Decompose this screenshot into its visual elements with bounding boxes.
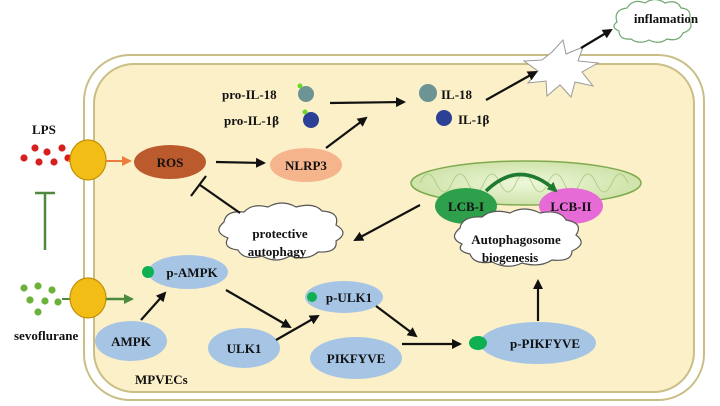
cell-type-label: MPVECs bbox=[135, 372, 188, 387]
lcb1-label: LCB-I bbox=[448, 199, 484, 214]
sevoflurane-molecules bbox=[20, 282, 62, 316]
pikfyve-node bbox=[310, 337, 402, 379]
sevoflurane-label: sevoflurane bbox=[14, 328, 79, 343]
lcb1-node bbox=[435, 188, 497, 224]
pro-il18-label: pro-IL-18 bbox=[222, 87, 277, 102]
burst-to-inflammation-arrow bbox=[580, 28, 613, 49]
pikfyve-label: PIKFYVE bbox=[327, 351, 386, 366]
il1b-molecule bbox=[436, 110, 452, 126]
nlrp3-to-cleavage-arrow bbox=[325, 116, 368, 149]
p-pikfyve-node bbox=[480, 322, 596, 364]
autophagosome-label-line2: biogenesis bbox=[482, 250, 538, 265]
lcb2-label: LCB-II bbox=[550, 199, 591, 214]
il18-molecule bbox=[419, 84, 437, 102]
ampk-to-p-ampk-arrow bbox=[140, 291, 167, 321]
p-pikfyve-phospho-dot bbox=[469, 336, 487, 350]
p-pikfyve-label: p-PIKFYVE bbox=[510, 336, 580, 351]
lcb1-to-lcb2-arrow bbox=[484, 172, 558, 193]
protective-autophagy-cloud bbox=[218, 202, 344, 261]
protective-label-line1: protective bbox=[252, 226, 308, 241]
autophagosome-cloud bbox=[453, 208, 582, 267]
pro-il1b-molecule bbox=[302, 109, 319, 128]
p-ampk-label: p-AMPK bbox=[166, 265, 218, 280]
sevoflurane-receptor bbox=[69, 277, 107, 319]
p-ampk-to-ulk1-arrow bbox=[225, 289, 292, 329]
cell-body bbox=[93, 63, 695, 393]
il1b-label: IL-1β bbox=[458, 112, 490, 127]
ulk1-label: ULK1 bbox=[227, 341, 262, 356]
nlrp3-node bbox=[270, 148, 342, 182]
p-ampk-phospho-dot bbox=[142, 266, 154, 278]
protective-label-line2: autophagy bbox=[248, 244, 307, 259]
inflammation-label: inflamation bbox=[634, 11, 699, 26]
lps-molecules bbox=[20, 144, 72, 166]
cell-outer-membrane bbox=[83, 54, 705, 401]
il18-label: IL-18 bbox=[441, 87, 473, 102]
p-ampk-node bbox=[148, 255, 228, 289]
burst-shape bbox=[522, 38, 600, 99]
lps-receptor bbox=[69, 139, 107, 181]
p-ulk1-to-pikfyve-arrow bbox=[375, 305, 418, 338]
autophagy-inhibits-ros-bar bbox=[190, 175, 207, 197]
pro-il18-molecule bbox=[297, 83, 314, 102]
lcb-to-protective-arrow bbox=[353, 204, 421, 241]
nlrp3-label: NLRP3 bbox=[285, 158, 327, 173]
ros-to-nlrp3-arrow bbox=[215, 157, 266, 168]
autophagy-inhibits-ros-line bbox=[199, 184, 241, 214]
il-to-burst-arrow bbox=[485, 71, 538, 101]
autophagosome-label-line1: Autophagosome bbox=[471, 232, 561, 247]
pro-to-mature-arrow bbox=[329, 97, 406, 108]
p-ulk1-phospho-dot bbox=[307, 292, 317, 302]
ampk-node bbox=[95, 321, 167, 361]
ulk1-node bbox=[208, 328, 280, 368]
p-ulk1-label: p-ULK1 bbox=[326, 290, 372, 305]
p-ulk1-node bbox=[305, 281, 383, 313]
ampk-label: AMPK bbox=[111, 334, 152, 349]
pro-il1b-label: pro-IL-1β bbox=[224, 113, 279, 128]
inflammation-cloud bbox=[613, 0, 692, 43]
lps-label: LPS bbox=[32, 122, 56, 137]
ros-label: ROS bbox=[157, 155, 184, 170]
ulk1-to-p-ulk1-arrow bbox=[275, 315, 320, 341]
ros-node bbox=[134, 145, 206, 179]
